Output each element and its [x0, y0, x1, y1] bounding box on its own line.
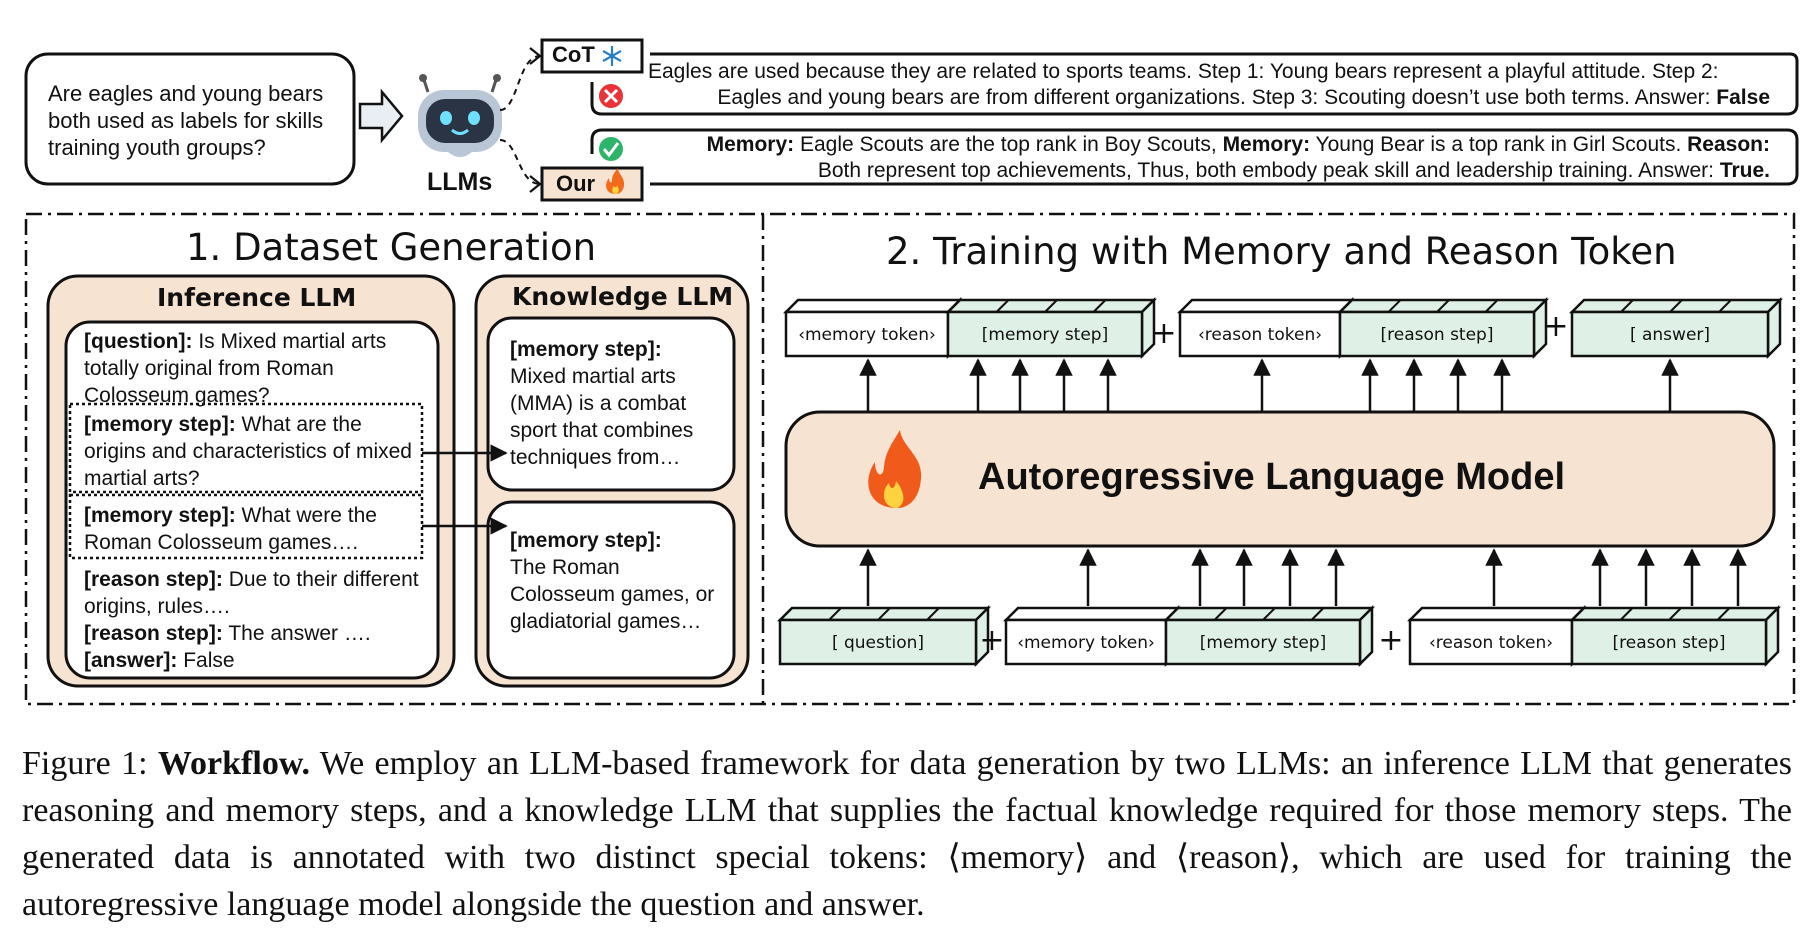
llms-label: LLMs: [427, 168, 493, 196]
bottom-memory-step: [memory step]: [1162, 604, 1376, 668]
our-reasoning-line-2: Both represent top achievements, Thus, b…: [817, 159, 1770, 182]
bottom-question: [ question]: [776, 604, 992, 668]
cross-icon: [599, 84, 623, 108]
memory-step-1: [memory step]: What are the origins and …: [84, 413, 412, 490]
knowledge-text-2: [memory step]: The Roman Colosseum games…: [510, 529, 715, 633]
top-memory-step-label: [memory step]: [982, 325, 1108, 345]
training-panel: ‹memory token› [memory step] + ‹reason toke…: [776, 296, 1784, 668]
top-reason-token: ‹reason token›: [1176, 296, 1356, 360]
our-answer: True.: [1719, 159, 1770, 182]
bottom-memory-step-label: [memory step]: [1200, 633, 1326, 653]
figure-caption: Figure 1: Workflow. We employ an LLM-bas…: [22, 745, 1793, 923]
our-line1-segment: Memory:: [706, 133, 795, 156]
bottom-question-label: [ question]: [832, 633, 924, 653]
cot-answer: False: [1716, 86, 1770, 109]
cot-reasoning-line-2: Eagles and young bears are from differen…: [717, 86, 1770, 109]
check-icon: [599, 137, 623, 161]
our-reasoning-line-1: Memory: Eagle Scouts are the top rank in…: [707, 133, 1770, 157]
top-reason-token-label: ‹reason token›: [1198, 325, 1322, 345]
main-frame: [24, 212, 1796, 706]
knowledge-box-2: [486, 500, 736, 680]
training-title: 2. Training with Memory and Reason Token: [886, 230, 1677, 273]
dataset-generation-title: 1. Dataset Generation: [186, 226, 597, 269]
snowflake-icon: [602, 46, 622, 66]
bottom-memory-token: ‹memory token›: [1002, 604, 1182, 668]
our-answer-box: [590, 128, 1799, 186]
bottom-reason-step-label: [reason step]: [1613, 633, 1726, 653]
question-box: [24, 52, 356, 186]
inference-llm-title: Inference LLM: [157, 283, 357, 312]
bottom-plus-2: +: [1378, 623, 1403, 658]
knowledge-box-1: [486, 316, 736, 492]
cot-label: CoT: [552, 42, 595, 67]
top-plus-2: +: [1543, 309, 1568, 344]
top-plus-1: +: [1151, 316, 1176, 351]
our-label-box: [540, 166, 644, 202]
memory-step-highlight-1: [68, 402, 424, 494]
memory-step-2: [memory step]: What were the Roman Colos…: [84, 504, 377, 554]
fire-icon: [868, 430, 922, 508]
question-step: [question]: Is Mixed martial arts totall…: [84, 330, 387, 407]
reason-step-1: [reason step]: Due to their different or…: [84, 568, 419, 618]
our-connector: [499, 139, 541, 185]
answer-step: [answer]: False: [84, 649, 235, 672]
bottom-reason-token: ‹reason token›: [1406, 604, 1588, 668]
top-memory-step: [memory step]: [944, 296, 1158, 360]
top-memory-token: ‹memory token›: [782, 296, 964, 360]
knowledge-text-1: [memory step]: Mixed martial arts (MMA) …: [510, 338, 694, 469]
top-answer-label: [ answer]: [1630, 325, 1710, 345]
reason-step-2: [reason step]: The answer ….: [84, 622, 371, 645]
cot-label-box: [540, 38, 644, 74]
knowledge-llm-title: Knowledge LLM: [512, 282, 734, 311]
bottom-memory-token-label: ‹memory token›: [1017, 633, 1155, 653]
top-memory-token-label: ‹memory token›: [798, 325, 936, 345]
our-line1-segment: Young Bear is a top rank in Girl Scouts.: [1310, 133, 1688, 156]
memory-step-highlight-2: [68, 493, 424, 560]
robot-icon: [418, 74, 502, 157]
inference-content-box: [64, 320, 440, 680]
our-line1-segment: Eagle Scouts are the top rank in Boy Sco…: [794, 133, 1223, 156]
autoregressive-model-box: [784, 410, 1776, 548]
our-line1-segment: Memory:: [1222, 133, 1311, 156]
bottom-reason-step: [reason step]: [1568, 604, 1782, 668]
top-reason-step: [reason step]: [1336, 296, 1550, 360]
top-reason-step-label: [reason step]: [1381, 325, 1494, 345]
our-label: Our: [556, 171, 596, 196]
model-label: Autoregressive Language Model: [978, 456, 1566, 498]
input-question: Are eagles and young bears both used as …: [48, 81, 324, 160]
input-arrow: [358, 88, 404, 144]
bottom-plus-1: +: [979, 623, 1004, 658]
top-answer: [ answer]: [1568, 296, 1784, 360]
bottom-reason-token-label: ‹reason token›: [1429, 633, 1553, 653]
cot-connector: [499, 55, 541, 111]
our-line1-segment: Reason:: [1687, 133, 1770, 156]
fire-small-icon: [606, 168, 625, 194]
cot-reasoning-line-1: Eagles are used because they are related…: [648, 60, 1719, 83]
cot-answer-box: [590, 52, 1799, 116]
inference-text: [question]: Is Mixed martial arts totall…: [84, 328, 424, 674]
